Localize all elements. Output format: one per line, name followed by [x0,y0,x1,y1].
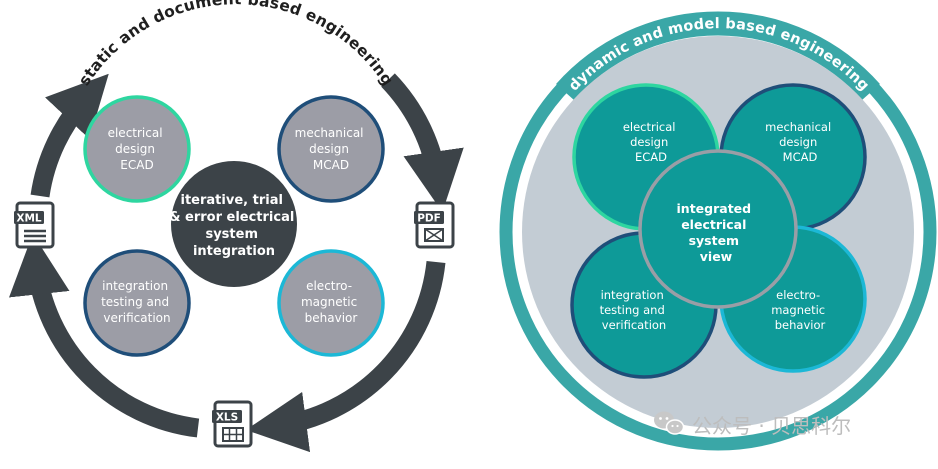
svg-text:XML: XML [16,213,42,225]
svg-text:XLS: XLS [216,412,238,424]
left-node-electromagnetic: electro- magnetic behavior [277,249,385,357]
left-diagram: static and document based engineering el… [9,0,464,453]
right-diagram: dynamic and model based engineering mech… [499,11,937,451]
watermark: 公众号 · 贝思科尔 [654,411,851,438]
wechat-icon [654,411,685,435]
arrow-right-bottom [245,260,446,453]
left-center-node: iterative, trial & error electrical syst… [167,157,301,291]
right-node-electrical-label: electrical design ECAD [623,120,679,164]
xls-spreadsheet-icon: XLS [212,400,253,448]
svg-text:PDF: PDF [417,213,441,225]
right-node-integration-label: integration testing and verification [600,288,669,332]
left-arc-title: static and document based engineering [75,0,397,89]
arrow-top-right [381,73,464,213]
right-node-mechanical-label: mechanical design MCAD [765,120,835,164]
left-node-electrical-label: electrical design ECAD [108,126,167,172]
arrow-bottom-left [9,233,200,438]
left-node-mechanical-label: mechanical design MCAD [295,126,368,172]
left-node-electrical-design: electrical design ECAD [83,95,191,203]
right-node-electromagnetic-label: electro- magnetic behavior [771,288,829,332]
arrow-left-top [30,73,109,198]
left-node-integration-label: integration testing and verification [101,279,173,325]
left-node-electromagnetic-label: electro- magnetic behavior [301,279,361,325]
left-node-integration-testing: integration testing and verification [83,249,191,357]
left-center-label: iterative, trial & error electrical syst… [169,193,299,259]
pdf-document-icon: PDF [414,201,455,249]
xml-document-icon: XML [14,201,55,249]
watermark-text: 公众号 · 贝思科尔 [692,414,851,438]
right-center-node: integrated electrical system view [638,149,798,309]
right-center-label: integrated electrical system view [677,201,756,264]
left-node-mechanical-design: mechanical design MCAD [277,95,385,203]
right-title-band [556,11,880,100]
